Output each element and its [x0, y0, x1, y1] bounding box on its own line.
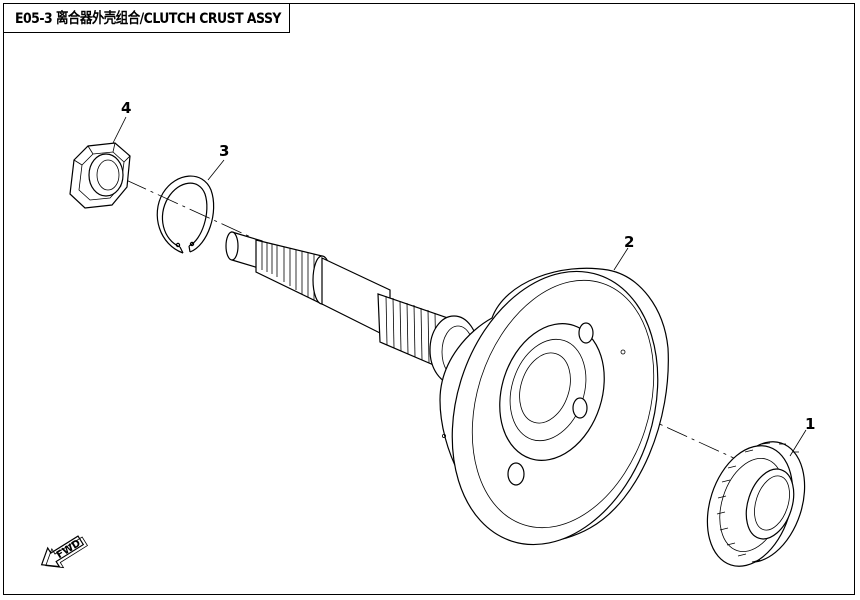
callout-leaders: [112, 116, 807, 457]
title-box: E05-3 离合器外壳组合/CLUTCH CRUST ASSY: [3, 3, 290, 33]
callout-label-3: 3: [219, 142, 229, 160]
callout-label-4: 4: [121, 99, 131, 117]
page-title: E05-3 离合器外壳组合/CLUTCH CRUST ASSY: [15, 11, 281, 27]
part-3-circlip: [156, 175, 215, 254]
callout-label-2: 2: [624, 233, 634, 251]
part-1-one-way-bearing: [706, 441, 806, 567]
drawing-frame: [3, 3, 855, 595]
part-2-clutch-shaft: [225, 231, 479, 385]
part-2-clutch-drum: [439, 267, 669, 546]
part-4-nut: [69, 142, 131, 209]
callout-label-1: 1: [805, 415, 815, 433]
fwd-arrow-icon: FWD: [40, 535, 88, 569]
